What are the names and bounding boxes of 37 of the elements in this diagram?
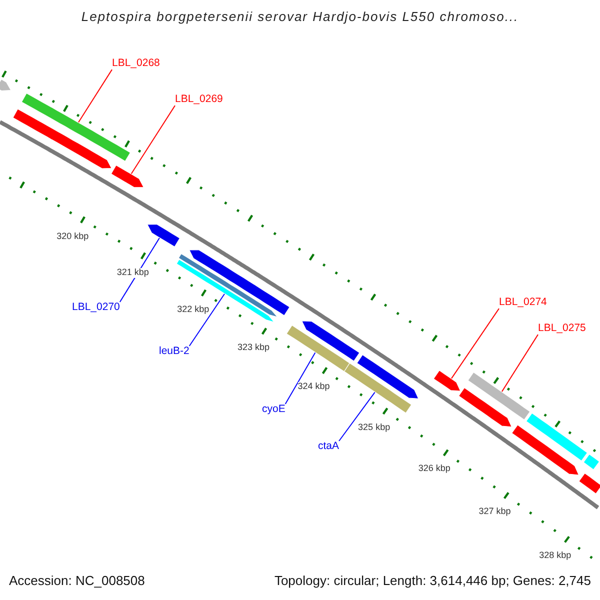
gene-segment (433, 370, 461, 392)
gene-segment (12, 108, 112, 169)
gene-label: leuB-2 (159, 346, 190, 358)
gene-segment (146, 224, 180, 248)
tick-label: 324 kbp (298, 382, 330, 392)
gene-label: LBL_0275 (538, 323, 586, 335)
leader-line (450, 308, 500, 380)
gene-label: LBL_0269 (175, 94, 223, 106)
tick-label: 322 kbp (177, 304, 210, 315)
tick-label: 323 kbp (237, 343, 270, 353)
tick-label: 326 kbp (418, 464, 450, 474)
gene-segment (176, 259, 276, 323)
tick-label: 327 kbp (478, 506, 511, 517)
gene-label: LBL_0268 (112, 58, 160, 70)
gene-segment (110, 164, 144, 188)
title: Leptospira borgpetersenii serovar Hardjo-bovis L550 chromoso... (80, 10, 520, 24)
leader-line (501, 334, 538, 392)
footer-text: Accession: NC_008508 (9, 574, 145, 588)
leader-line (188, 293, 226, 346)
tick-label: 328 kbp (539, 550, 572, 560)
tick-label: 320 kbp (56, 232, 89, 242)
tick-label: 325 kbp (358, 422, 390, 433)
leader-line (130, 105, 176, 175)
gene-segment (467, 372, 530, 420)
gene-segment (286, 324, 350, 372)
gene-label: LBL_0270 (72, 302, 120, 314)
leader-line (338, 392, 376, 442)
gene-label: ctaA (318, 441, 340, 453)
gene-segment (21, 92, 131, 162)
leader-line (119, 237, 160, 302)
leader-line (78, 69, 112, 124)
leader-line (284, 352, 316, 404)
gene-label: cyoE (262, 404, 286, 416)
gene-label: LBL_0274 (499, 297, 547, 309)
footer-text: Topology: circular; Length: 3,614,446 bp; Genes: 2,745 (274, 574, 591, 588)
gene-segment (344, 362, 412, 414)
tick-label: 321 kbp (116, 268, 149, 278)
